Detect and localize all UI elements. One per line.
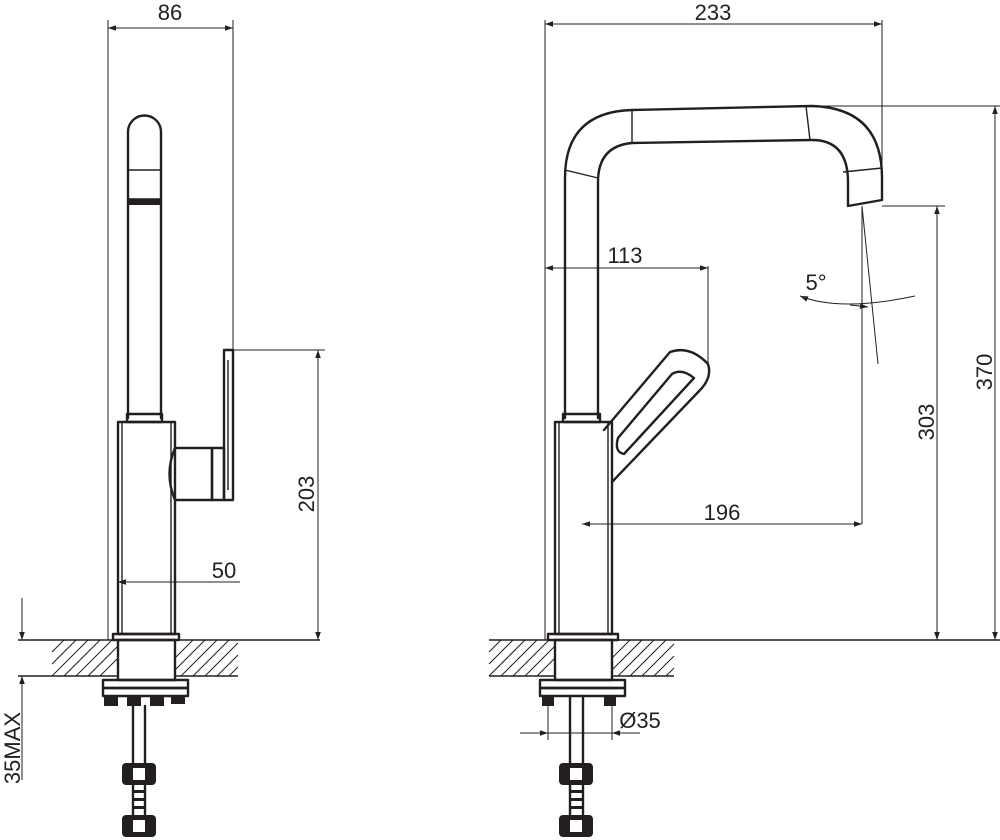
countertop-hatching-left: [18, 639, 320, 677]
dim-50-label: 50: [212, 558, 236, 583]
dim-86: 86: [107, 0, 234, 640]
dim-203: 203: [233, 349, 325, 640]
dim-370-label: 370: [972, 354, 997, 391]
dim-diameter-35: Ø35: [520, 696, 661, 740]
side-handle: [168, 348, 235, 502]
dim-86-label: 86: [158, 0, 182, 25]
dim-303: 303: [882, 205, 945, 640]
dim-35max-label: 35MAX: [0, 712, 25, 784]
dim-303-label: 303: [914, 404, 939, 441]
dim-35max: 35MAX: [0, 598, 25, 784]
side-spout: [125, 114, 164, 424]
dim-196: 196: [582, 500, 862, 527]
dim-5-degree-label: 5°: [805, 270, 826, 295]
side-mounting: [101, 638, 190, 837]
countertop-hatching-right: [488, 639, 1000, 677]
dim-5-degree: 5°: [799, 205, 916, 524]
front-body: [546, 420, 620, 642]
dim-233-label: 233: [695, 0, 732, 25]
side-body: [111, 420, 181, 642]
front-view: 233 113 5° 196 303: [488, 0, 1000, 837]
dim-233: 233: [544, 0, 883, 640]
dim-370: 370: [812, 105, 1000, 640]
dim-196-label: 196: [704, 500, 741, 525]
dim-203-label: 203: [294, 476, 319, 513]
dim-113-label: 113: [607, 243, 642, 268]
front-handle: [602, 348, 711, 484]
side-view: 86 203 50 35MAX: [0, 0, 325, 837]
dim-50: 50: [118, 558, 240, 585]
dim-113: 113: [545, 243, 709, 364]
dim-diameter-35-label: Ø35: [619, 708, 661, 733]
